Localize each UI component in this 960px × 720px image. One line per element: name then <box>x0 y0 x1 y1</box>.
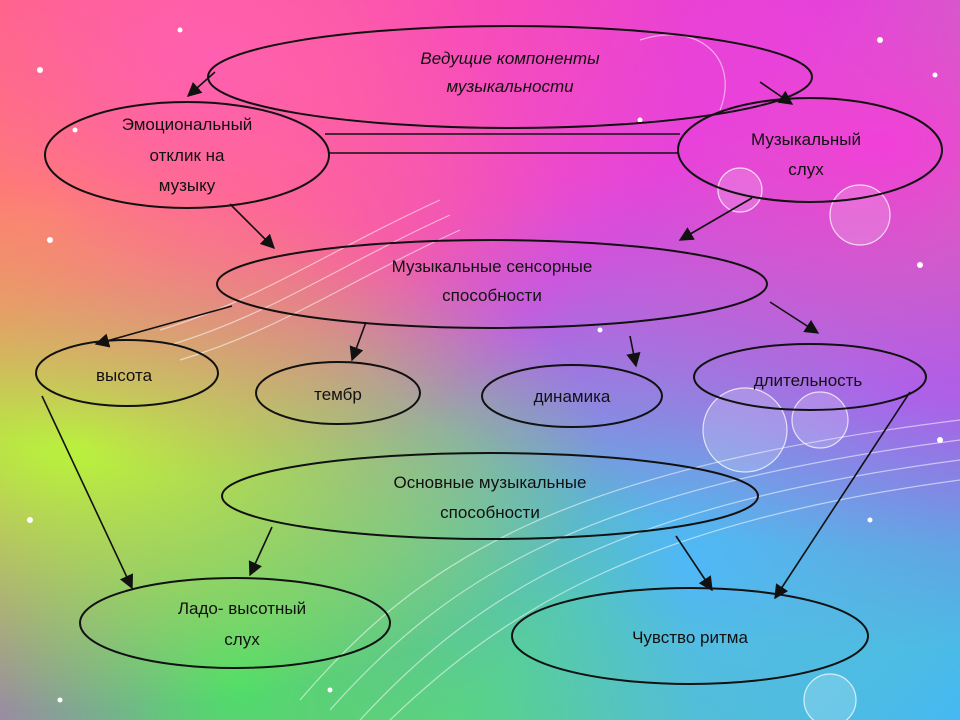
ellipse-musical-hearing <box>677 97 943 203</box>
sparkle-decoration <box>27 517 33 523</box>
bubble-decoration <box>791 391 849 449</box>
arrow-basic-to-modal <box>248 526 273 577</box>
node-basic-abilities: Основные музыкальные способности <box>221 452 759 540</box>
background-decoration <box>27 27 960 720</box>
dynamics-label: динамика <box>534 387 611 406</box>
node-musical-hearing: Музыкальный слух <box>677 97 943 203</box>
emotional-line-3: музыку <box>159 176 216 195</box>
note-decoration <box>639 34 726 111</box>
ellipse-pitch <box>35 339 219 407</box>
pitch-label: высота <box>96 366 153 385</box>
rhythm-label: Чувство ритма <box>632 628 748 647</box>
hearing-line-1: Музыкальный <box>751 130 861 149</box>
sparkle-decoration <box>177 27 183 33</box>
ellipse-leading-components <box>207 25 813 129</box>
ellipse-duration <box>693 343 927 411</box>
arrow-basic-to-rhythm <box>675 535 713 592</box>
ellipse-modal-pitch-hearing <box>79 577 391 669</box>
node-duration: длительность <box>693 343 927 411</box>
bubble-decoration <box>803 673 857 720</box>
basic-line-2: способности <box>440 503 540 522</box>
hearing-line-2: слух <box>788 160 824 179</box>
ellipse-sensory-abilities <box>216 239 768 329</box>
bubble-decoration <box>717 167 763 213</box>
ellipse-timbre <box>255 361 421 425</box>
sparkle-decoration <box>72 127 78 133</box>
bubble-decoration <box>702 387 788 473</box>
sparkle-decoration <box>57 697 63 703</box>
arrow-duration-to-rhythm <box>774 391 911 600</box>
node-dynamics: динамика <box>481 364 663 428</box>
modal-line-2: слух <box>224 630 260 649</box>
sparkle-decoration <box>327 687 333 693</box>
sparkle-decoration <box>937 437 943 443</box>
sparkle-decoration <box>637 117 643 123</box>
leading-line-2: музыкальности <box>446 77 574 96</box>
sensory-line-1: Музыкальные сенсорные <box>392 257 593 276</box>
sparkle-decoration <box>37 67 43 73</box>
emotional-line-1: Эмоциональный <box>122 115 253 134</box>
arrow-sensory-to-duration <box>769 301 820 334</box>
node-leading-components: Ведущие компоненты музыкальности <box>207 25 813 129</box>
duration-label: длительность <box>754 371 863 390</box>
modal-line-1: Ладо- высотный <box>178 599 306 618</box>
arrow-sensory-to-dynamics <box>626 335 641 368</box>
ellipse-basic-abilities <box>221 452 759 540</box>
leading-line-1: Ведущие компоненты <box>420 49 600 68</box>
sparkle-decoration <box>867 517 873 523</box>
ellipse-dynamics <box>481 364 663 428</box>
arrow-sensory-to-pitch <box>94 305 233 348</box>
node-timbre: тембр <box>255 361 421 425</box>
sparkle-decoration <box>932 72 938 78</box>
ellipse-emotional-response <box>44 101 330 209</box>
sparkle-decoration <box>917 262 923 268</box>
sparkle-decoration <box>877 37 883 43</box>
arrow-pitch-to-modal <box>41 395 134 590</box>
arrow-leading-to-hearing <box>759 81 794 105</box>
sparkle-decoration <box>47 237 53 243</box>
node-sensory-abilities: Музыкальные сенсорные способности <box>216 239 768 329</box>
basic-line-1: Основные музыкальные <box>394 473 587 492</box>
arrow-emotional-to-sensory <box>229 203 276 250</box>
sensory-line-2: способности <box>442 286 542 305</box>
sparkle-decoration <box>597 327 603 333</box>
arrow-hearing-to-sensory <box>678 197 753 241</box>
ellipse-sense-of-rhythm <box>511 587 869 685</box>
node-sense-of-rhythm: Чувство ритма <box>511 587 869 685</box>
node-emotional-response: Эмоциональный отклик на музыку <box>44 101 330 209</box>
arrow-sensory-to-timbre <box>349 321 367 362</box>
emotional-line-2: отклик на <box>150 146 225 165</box>
timbre-label: тембр <box>314 385 362 404</box>
connectors <box>41 71 911 600</box>
node-pitch: высота <box>35 339 219 407</box>
arrow-leading-to-emotional <box>186 71 216 97</box>
node-modal-pitch-hearing: Ладо- высотный слух <box>79 577 391 669</box>
